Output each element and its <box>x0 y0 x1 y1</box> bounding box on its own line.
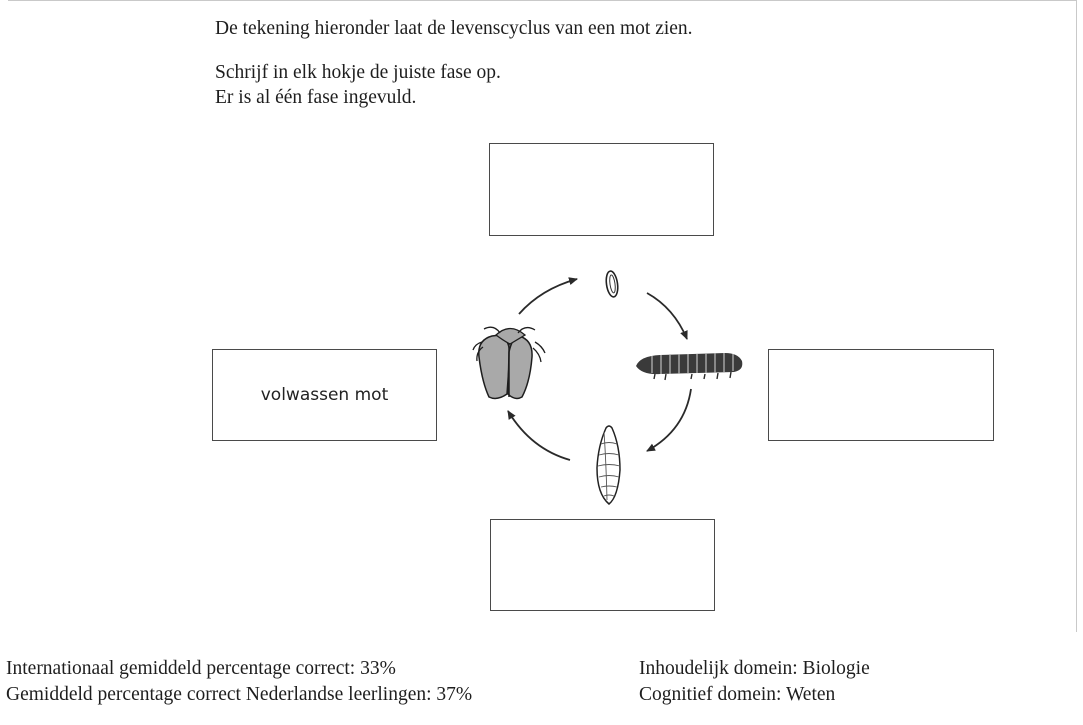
egg-icon <box>605 270 619 298</box>
footer-cognitive-domain: Cognitief domein: Weten <box>639 684 836 705</box>
pupa-icon <box>596 425 621 505</box>
cycle-arrows <box>507 277 692 461</box>
answer-box-right[interactable] <box>768 349 994 441</box>
question-frame <box>8 0 1077 632</box>
question-instruction-2: Er is al één fase ingevuld. <box>215 87 417 108</box>
question-instruction-1: Schrijf in elk hokje de juiste fase op. <box>215 62 501 83</box>
question-intro: De tekening hieronder laat de levenscycl… <box>215 18 693 39</box>
answer-box-left: volwassen mot <box>212 349 437 441</box>
footer-nl-percentage: Gemiddeld percentage correct Nederlandse… <box>6 684 473 705</box>
arrow-pupa-to-moth <box>507 410 571 461</box>
moth-icon <box>472 326 546 400</box>
footer-intl-percentage: Internationaal gemiddeld percentage corr… <box>6 658 396 679</box>
caterpillar-icon <box>636 353 743 381</box>
answer-box-bottom[interactable] <box>490 519 715 611</box>
arrow-egg-to-caterpillar <box>646 292 688 340</box>
arrow-caterpillar-to-pupa <box>646 388 692 452</box>
footer-content-domain: Inhoudelijk domein: Biologie <box>639 658 870 679</box>
arrow-moth-to-egg <box>518 277 578 315</box>
answer-box-top[interactable] <box>489 143 714 236</box>
